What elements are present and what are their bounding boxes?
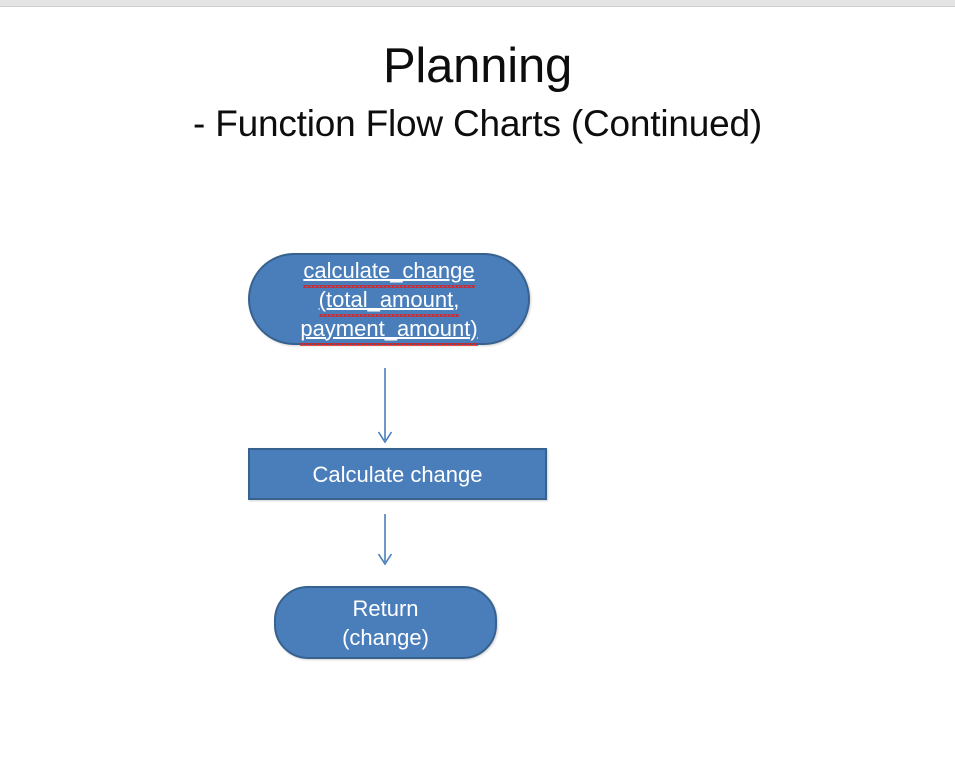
flowchart-arrow-process-to-return (377, 514, 393, 566)
flowchart-node-return[interactable]: Return (change) (274, 586, 497, 659)
title-block: Planning - Function Flow Charts (Continu… (0, 38, 955, 148)
page-subtitle: - Function Flow Charts (Continued) (193, 103, 762, 144)
slide-canvas: Planning - Function Flow Charts (Continu… (0, 8, 955, 769)
flowchart-node-start-line-2: (total_amount, (318, 286, 460, 312)
page-title: Planning (382, 39, 573, 93)
flowchart-node-return-text: Return (change) (332, 594, 439, 652)
flowchart-node-start[interactable]: calculate_change (total_amount, payment_… (248, 253, 530, 345)
flowchart-arrow-start-to-process (377, 368, 393, 444)
flowchart-diagram: calculate_change (total_amount, payment_… (0, 8, 955, 769)
flowchart-node-start-line-1: calculate_change (303, 257, 475, 283)
flowchart-node-return-line-2: (change) (342, 624, 429, 650)
window-top-strip (0, 0, 955, 7)
flowchart-node-start-line-3: payment_amount) (300, 315, 478, 341)
flowchart-node-return-line-1: Return (352, 595, 419, 621)
flowchart-node-process-text: Calculate change (312, 461, 483, 487)
flowchart-node-start-text: calculate_change (total_amount, payment_… (290, 256, 487, 343)
flowchart-node-process[interactable]: Calculate change (248, 448, 547, 500)
